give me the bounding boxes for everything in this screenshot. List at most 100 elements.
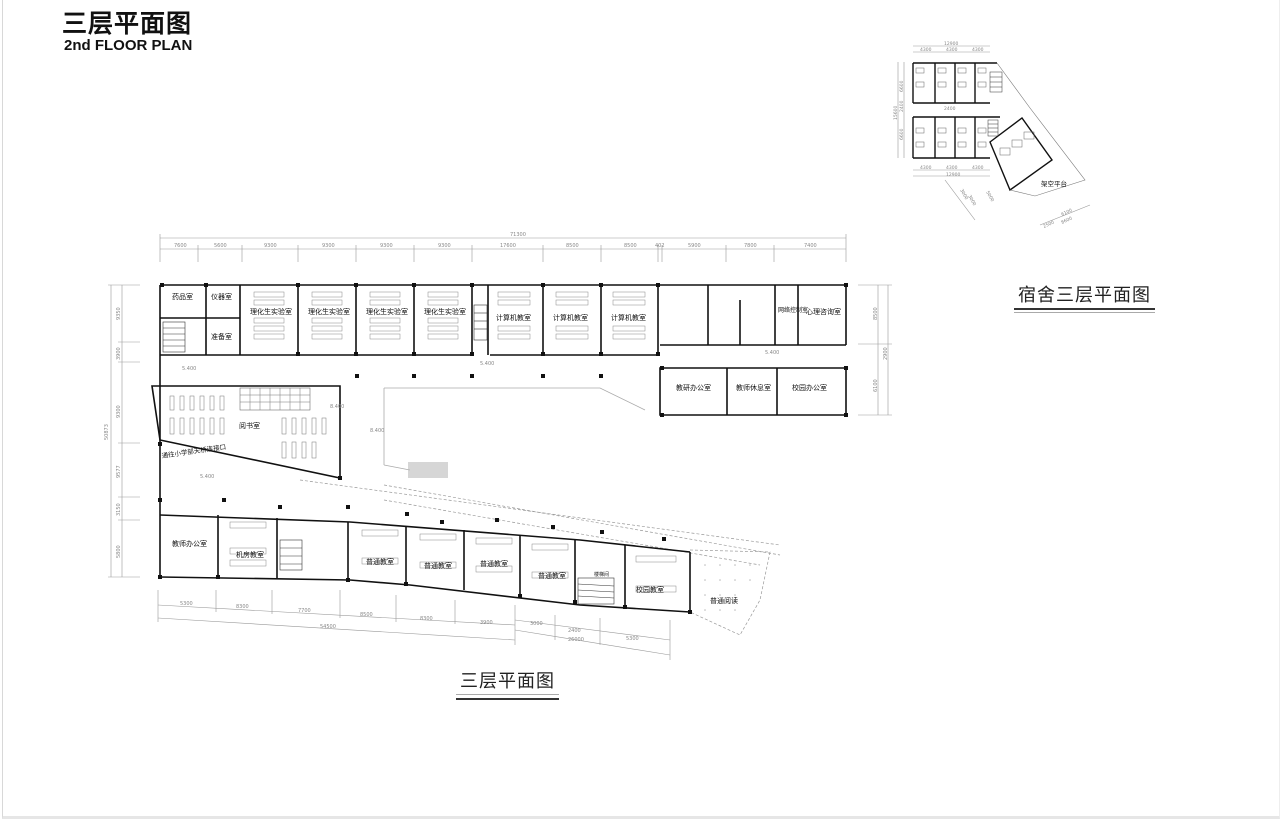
svg-text:4300: 4300 [946, 165, 958, 171]
south-terrace [689, 549, 771, 636]
dorm-dimension-lines [897, 45, 1091, 226]
svg-text:9577: 9577 [116, 465, 122, 478]
room-label: 普通教室 [366, 557, 394, 566]
svg-text:9300: 9300 [380, 243, 393, 249]
svg-text:8500: 8500 [566, 243, 579, 249]
svg-text:4300: 4300 [972, 47, 984, 53]
svg-text:5300: 5300 [626, 636, 639, 642]
terrace-dots [704, 564, 751, 611]
south-wing-walls [159, 355, 691, 613]
svg-text:6100: 6100 [1060, 207, 1073, 217]
room-label: 教师休息室 [736, 383, 771, 392]
bottom-dimension-text: 5300 8300 7700 8500 8300 3900 3000 2400 … [180, 601, 639, 643]
room-label: 理化生实验室 [424, 307, 466, 316]
right-dimension-text: 8500 2900 6100 [873, 307, 889, 392]
classroom-desks [229, 291, 677, 593]
svg-text:6600: 6600 [899, 80, 905, 92]
svg-text:5600: 5600 [214, 243, 227, 249]
room-label: 准备室 [211, 332, 232, 341]
svg-text:5000: 5000 [984, 190, 995, 203]
svg-text:402: 402 [655, 243, 665, 249]
svg-text:17600: 17600 [500, 243, 516, 249]
room-label: 普通教室 [424, 561, 452, 570]
svg-text:7600: 7600 [174, 243, 187, 249]
top-dimension-lines [159, 234, 847, 262]
svg-text:7700: 7700 [298, 608, 311, 614]
svg-text:9300: 9300 [264, 243, 277, 249]
svg-text:9300: 9300 [438, 243, 451, 249]
bottom-dimension-lines [157, 590, 671, 660]
bookshelves [169, 387, 327, 459]
svg-text:71300: 71300 [510, 232, 526, 238]
svg-text:5.400: 5.400 [480, 361, 494, 367]
svg-text:2500: 2500 [1042, 219, 1055, 229]
svg-text:4300: 4300 [920, 165, 932, 171]
svg-text:8500: 8500 [624, 243, 637, 249]
dorm-dimension-text: 12900 4300 4300 4300 4300 4300 4300 1290… [893, 41, 1073, 230]
left-dimension-lines [108, 284, 140, 578]
svg-text:3900: 3900 [480, 620, 493, 626]
caption-underline [456, 698, 559, 700]
svg-text:26000: 26000 [568, 637, 584, 643]
room-label: 校园办公室 [792, 383, 827, 392]
room-label: 计算机教室 [496, 313, 531, 322]
caption-underline-thin [1014, 312, 1155, 313]
svg-text:8.400: 8.400 [330, 404, 344, 410]
svg-text:4300: 4300 [920, 47, 932, 53]
room-label: 教研办公室 [676, 383, 711, 392]
dorm-platform-label: 架空平台 [1041, 179, 1067, 188]
room-label: 网络控制室 [778, 306, 808, 314]
svg-text:9300: 9300 [116, 405, 122, 418]
room-label: 校园教室 [636, 585, 664, 594]
svg-text:5.400: 5.400 [765, 350, 779, 356]
dorm-outline [996, 62, 1086, 197]
dorm-walls [912, 62, 1053, 192]
svg-text:5900: 5900 [688, 243, 701, 249]
svg-text:5300: 5300 [180, 601, 193, 607]
room-label: 计算机教室 [611, 313, 646, 322]
svg-text:2400: 2400 [568, 628, 581, 634]
left-dimension-text: 50873 9350 3900 9300 9577 3150 5800 [104, 307, 122, 558]
svg-text:54500: 54500 [320, 624, 336, 630]
svg-text:3900: 3900 [116, 347, 122, 360]
room-label: 楼梯间 [594, 571, 609, 578]
svg-text:9300: 9300 [322, 243, 335, 249]
svg-text:12900: 12900 [946, 172, 960, 178]
stairs [162, 304, 615, 605]
main-plan-caption: 三层平面图 [456, 667, 559, 700]
svg-text:3000: 3000 [530, 621, 543, 627]
svg-text:8300: 8300 [420, 616, 433, 622]
room-label: 理化生实验室 [250, 307, 292, 316]
svg-text:12900: 12900 [944, 41, 958, 47]
svg-text:6600: 6600 [899, 128, 905, 140]
dorm-stairs [987, 71, 1003, 137]
svg-text:5.400: 5.400 [182, 366, 196, 372]
svg-text:8300: 8300 [236, 604, 249, 610]
room-label: 理化生实验室 [366, 307, 408, 316]
svg-text:3150: 3150 [116, 503, 122, 516]
dorm-plan-caption: 宿舍三层平面图 [1014, 281, 1155, 313]
room-label: 计算机教室 [553, 313, 588, 322]
svg-text:50873: 50873 [104, 424, 110, 440]
structural-columns [158, 283, 848, 614]
svg-text:8500: 8500 [360, 612, 373, 618]
svg-text:2400: 2400 [899, 100, 905, 112]
sheet-title-chinese: 三层平面图 [62, 9, 193, 38]
svg-text:4300: 4300 [972, 165, 984, 171]
svg-text:3000: 3000 [966, 194, 977, 207]
svg-text:5.400: 5.400 [200, 474, 214, 480]
svg-text:2900: 2900 [883, 347, 889, 360]
svg-text:5800: 5800 [116, 545, 122, 558]
room-label: 理化生实验室 [308, 307, 350, 316]
room-label: 普通教室 [538, 571, 566, 580]
room-label: 机房教室 [236, 550, 264, 559]
dorm-beds [915, 67, 1035, 156]
stair-hatch [408, 462, 448, 478]
svg-text:9350: 9350 [116, 307, 122, 320]
caption-underline [1014, 308, 1155, 310]
svg-text:15600: 15600 [893, 106, 899, 120]
svg-text:8600: 8600 [1060, 215, 1073, 225]
sheet-title-english: 2nd FLOOR PLAN [64, 37, 193, 54]
